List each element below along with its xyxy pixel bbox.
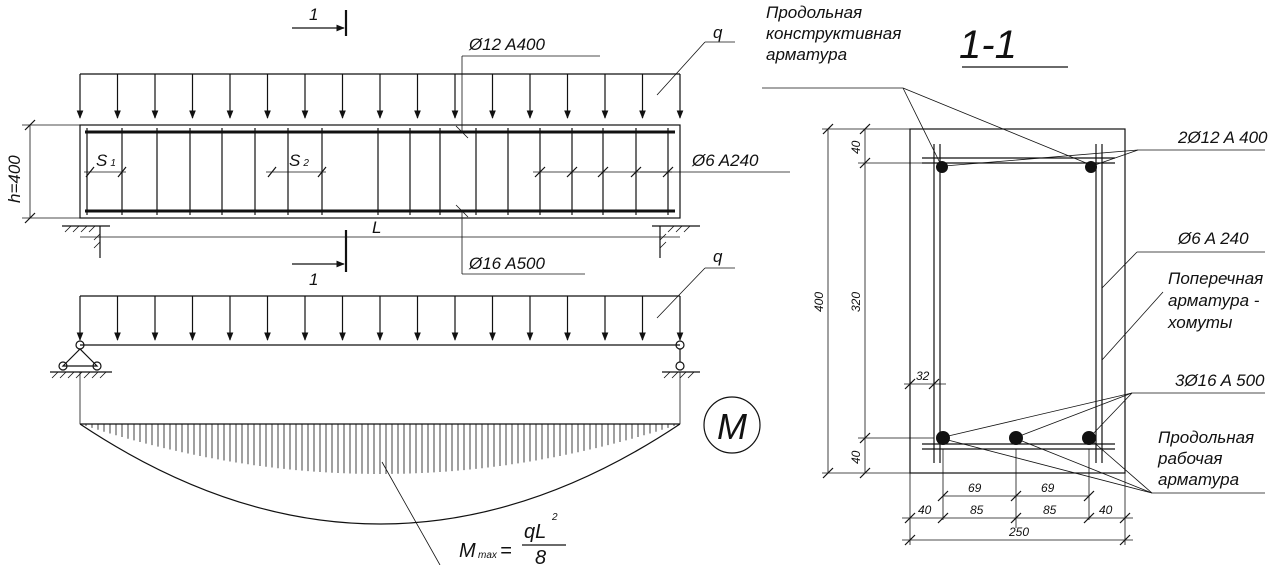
span-label: L — [372, 218, 381, 237]
dim-b2: 85 — [970, 503, 984, 517]
svg-text:1: 1 — [309, 270, 318, 289]
bottom-bar-label: Ø16 A500 — [468, 254, 545, 273]
label-longitudinal-working: Продольная рабочая арматура — [1157, 428, 1259, 489]
section-title: 1-1 — [959, 23, 1017, 67]
svg-text:8: 8 — [535, 547, 546, 565]
svg-text:M: M — [459, 540, 476, 562]
dim-middle: 320 — [849, 292, 863, 312]
svg-text:2: 2 — [551, 512, 558, 523]
section-cut-bottom: 1 — [292, 230, 348, 289]
dim-cover-bottom: 40 — [849, 450, 863, 464]
top-bar-right — [1085, 161, 1097, 173]
svg-text:max: max — [478, 550, 498, 561]
pinned-support — [50, 340, 112, 379]
dim-cover-top: 40 — [849, 140, 863, 154]
dim-width: 250 — [1008, 525, 1029, 539]
svg-text:=: = — [500, 540, 512, 562]
bottom-bar-middle — [1009, 431, 1023, 445]
stirrup-label: Ø6 A240 — [691, 151, 759, 170]
stirrups-elevation — [86, 128, 669, 215]
label-section-stirrups: Ø6 A 240 — [1177, 229, 1249, 248]
left-support — [62, 225, 110, 258]
dim-b3: 85 — [1043, 503, 1057, 517]
load-label-mid: q — [713, 247, 723, 266]
right-support — [652, 225, 700, 258]
moment-parabola — [79, 423, 681, 525]
load-label-top: q — [713, 23, 723, 42]
bottom-bar-left — [936, 431, 950, 445]
height-label: h=400 — [5, 155, 24, 203]
label-longitudinal-constructive: Продольная конструктивная арматура — [766, 3, 906, 64]
label-top-bars: 2Ø12 A 400 — [1177, 128, 1268, 147]
section-cut-top: 1 — [292, 5, 348, 36]
dim-side-cover: 32 — [916, 369, 930, 383]
distributed-load-top — [76, 73, 684, 119]
beam-elevation: q L — [5, 5, 790, 289]
dim-height: 400 — [812, 292, 826, 312]
dim-c2: 69 — [1041, 481, 1055, 495]
cross-section: 1-1 Продольная конструктивная арматура 2… — [762, 3, 1268, 546]
moment-symbol: M — [717, 406, 747, 447]
svg-text:qL: qL — [524, 521, 546, 543]
beam-outline — [79, 124, 681, 219]
label-transverse: Поперечная арматура - хомуты — [1167, 269, 1268, 332]
roller-support — [662, 340, 700, 379]
moment-diagram: M M max = qL 2 8 — [79, 372, 761, 565]
top-bar-label: Ø12 A400 — [468, 35, 545, 54]
dim-c1: 69 — [968, 481, 982, 495]
svg-text:1: 1 — [309, 5, 318, 24]
moment-circle — [703, 396, 761, 454]
section-outline — [909, 128, 1126, 474]
mmax-formula: M max = qL 2 8 — [459, 512, 566, 565]
beam-scheme: q — [50, 247, 735, 379]
dim-b1: 40 — [918, 503, 932, 517]
top-bar-left — [936, 161, 948, 173]
dim-b4: 40 — [1099, 503, 1113, 517]
label-bottom-bars: 3Ø16 A 500 — [1175, 371, 1265, 390]
